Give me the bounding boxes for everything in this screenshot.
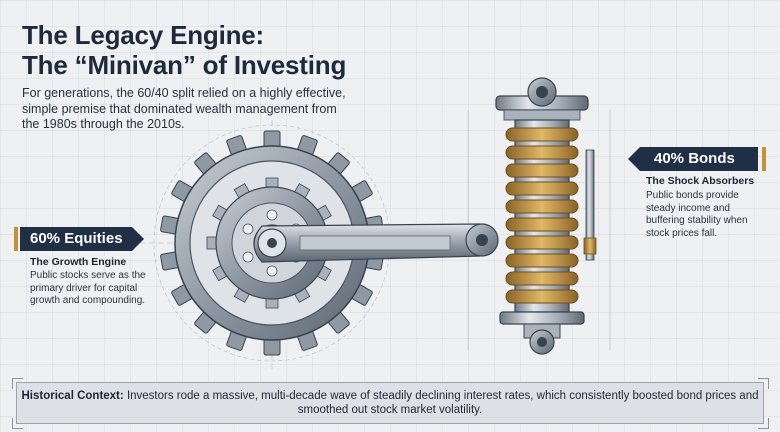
- corner-mark: [758, 418, 769, 429]
- connecting-rod: [253, 223, 499, 263]
- title-line-1: The Legacy Engine:: [22, 20, 265, 50]
- intro-paragraph: For generations, the 60/40 split relied …: [22, 86, 346, 131]
- bonds-heading: The Shock Absorbers: [646, 175, 755, 187]
- title-line-2: The “Minivan” of Investing: [22, 50, 347, 80]
- bonds-description: Public bonds provide steady income and b…: [646, 190, 748, 239]
- context-lead: Historical Context:: [21, 390, 124, 402]
- bonds-label: 40% Bonds: [628, 147, 766, 171]
- context-body: Investors rode a massive, multi-decade w…: [126, 390, 759, 416]
- equities-label: 60% Equities: [14, 227, 144, 251]
- historical-context-box: Historical Context: Investors rode a mas…: [16, 382, 764, 424]
- corner-mark: [12, 378, 23, 389]
- corner-mark: [12, 418, 23, 429]
- equities-heading: The Growth Engine: [30, 256, 127, 268]
- page-title: The Legacy Engine: The “Minivan” of Inve…: [22, 20, 346, 80]
- shock-absorber-icon: [495, 77, 597, 355]
- equities-description: Public stocks serve as the primary drive…: [30, 270, 146, 306]
- corner-mark: [758, 378, 769, 389]
